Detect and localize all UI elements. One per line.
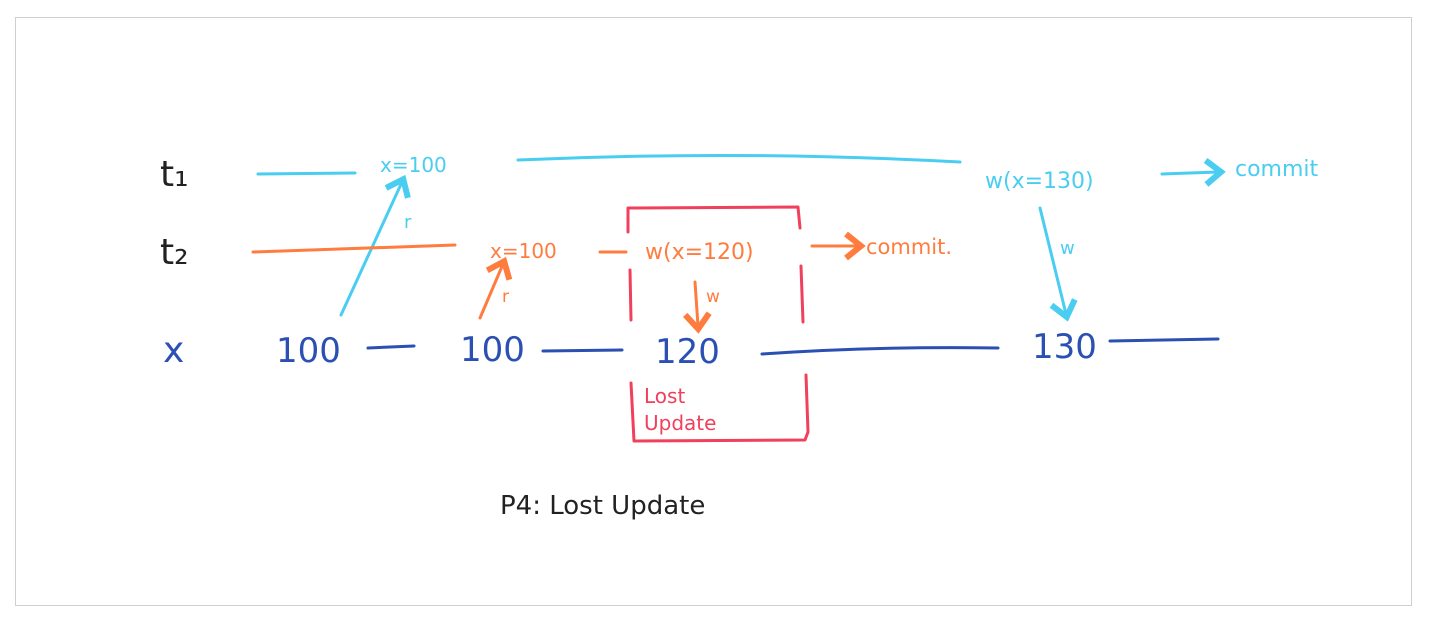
x-value: 130	[1032, 327, 1097, 367]
lost-update-highlight-box	[626, 205, 810, 443]
t2-write-label: w	[706, 287, 720, 307]
x-line-segment	[760, 346, 1000, 356]
t1-write-label: w	[1060, 238, 1075, 259]
x-line-segment	[366, 344, 416, 350]
t2-read-label: r	[502, 287, 509, 307]
t1-write-value: w(x=130)	[985, 169, 1094, 194]
t1-commit-label: commit	[1235, 157, 1319, 182]
t2-write-value: w(x=120)	[645, 240, 754, 265]
t2-read-arrow	[478, 256, 513, 320]
x-line-segment	[1108, 337, 1220, 343]
highlight-label-line1: Lost	[644, 384, 685, 408]
t1-read-label: r	[404, 212, 412, 233]
highlight-label-line2: Update	[644, 411, 716, 435]
row-label-t1: t₁	[160, 154, 189, 195]
t1-line-segment	[516, 153, 962, 164]
x-value: 120	[655, 332, 720, 372]
diagram-caption: P4: Lost Update	[500, 491, 705, 521]
row-label-x: x	[163, 330, 184, 371]
x-line-segment	[541, 348, 624, 353]
t1-write-arrow	[1038, 206, 1078, 322]
t2-commit-label: commit.	[866, 235, 952, 259]
x-value: 100	[276, 331, 341, 371]
t1-line-segment	[256, 171, 357, 176]
t2-line-segment	[251, 243, 457, 254]
diagram-frame	[15, 17, 1412, 606]
t1-commit-arrow	[1160, 158, 1226, 187]
t2-read-value: x=100	[490, 239, 557, 263]
row-label-t2: t₂	[160, 232, 189, 273]
t1-read-value: x=100	[380, 153, 447, 177]
x-value: 100	[460, 330, 525, 370]
t2-write-arrow	[683, 280, 712, 334]
